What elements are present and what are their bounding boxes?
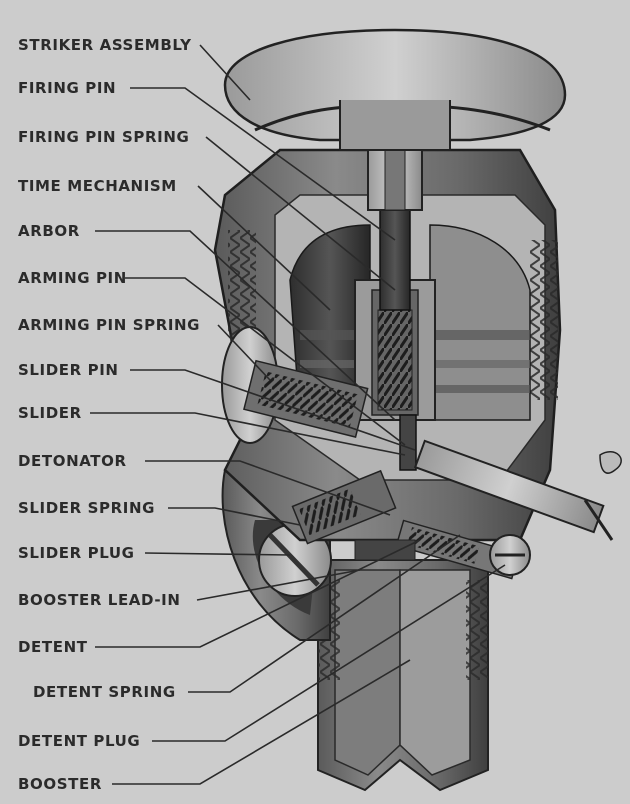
label-slider: SLIDER bbox=[18, 404, 82, 422]
label-arbor: ARBOR bbox=[18, 222, 80, 240]
label-slider-pin: SLIDER PIN bbox=[18, 361, 119, 379]
label-slider-spring: SLIDER SPRING bbox=[18, 499, 156, 517]
leader-detent bbox=[95, 539, 421, 648]
label-detent: DETENT bbox=[18, 638, 88, 656]
leader-time-mechanism bbox=[197, 185, 331, 311]
leader-slider-plug bbox=[144, 552, 291, 556]
slider-spring-group bbox=[291, 469, 416, 561]
striker-cap bbox=[223, 28, 567, 151]
leader-lines bbox=[90, 44, 506, 785]
label-firing-pin: FIRING PIN bbox=[18, 79, 117, 97]
leader-detonator bbox=[145, 460, 391, 516]
leader-arming-pin bbox=[125, 277, 406, 446]
leader-booster bbox=[112, 659, 411, 785]
label-detent-spring: DETENT SPRING bbox=[33, 683, 176, 701]
leader-detent-plug bbox=[152, 564, 506, 742]
leader-striker-assembly bbox=[199, 44, 251, 101]
label-arming-pin-spring: ARMING PIN SPRING bbox=[18, 316, 201, 334]
label-striker-assembly: STRIKER ASSEMBLY bbox=[18, 36, 192, 54]
arming-pin-housing bbox=[221, 326, 369, 444]
label-booster-lead-in: BOOSTER LEAD-IN bbox=[18, 591, 181, 609]
label-slider-plug: SLIDER PLUG bbox=[18, 544, 135, 562]
leader-slider-spring bbox=[168, 507, 301, 526]
detent-assembly bbox=[395, 519, 531, 580]
leader-firing-pin-spring bbox=[205, 136, 396, 291]
leader-detent-spring bbox=[188, 534, 461, 693]
leader-arming-pin-spring bbox=[217, 324, 271, 381]
leader-slider-pin bbox=[130, 369, 416, 451]
label-detent-plug: DETENT PLUG bbox=[18, 732, 141, 750]
label-arming-pin: ARMING PIN bbox=[18, 269, 127, 287]
label-firing-pin-spring: FIRING PIN SPRING bbox=[18, 128, 190, 146]
leader-arbor bbox=[95, 230, 396, 421]
booster-body bbox=[317, 559, 489, 792]
leader-booster-lead-in bbox=[196, 569, 361, 601]
slider-assembly bbox=[413, 439, 622, 541]
label-time-mechanism: TIME MECHANISM bbox=[18, 177, 177, 195]
label-detonator: DETONATOR bbox=[18, 452, 127, 470]
leader-firing-pin bbox=[130, 87, 396, 241]
leader-slider bbox=[90, 412, 406, 456]
label-booster: BOOSTER bbox=[18, 775, 102, 793]
